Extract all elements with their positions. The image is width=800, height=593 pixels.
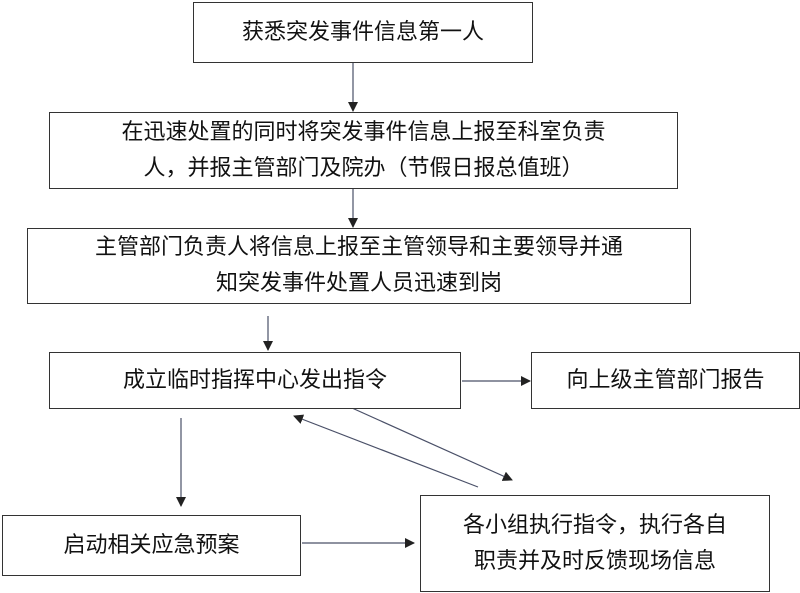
node-step3: 主管部门负责人将信息上报至主管领导和主要领导并通 知突发事件处置人员迅速到岗 [27,228,691,304]
node-step6: 启动相关应急预案 [2,515,301,576]
node-step2: 在迅速处置的同时将突发事件信息上报至科室负责 人，并报主管部门及院办（节假日报总… [49,112,678,189]
arrow-4-7 [351,407,513,481]
node-step3-line1: 主管部门负责人将信息上报至主管领导和主要领导并通 [94,235,623,260]
node-step7: 各小组执行指令，执行各自 职责并及时反馈现场信息 [420,495,770,592]
node-step3-line2: 知突发事件处置人员迅速到岗 [215,271,502,296]
node-step5: 向上级主管部门报告 [531,352,800,409]
arrow-7-4 [293,414,479,488]
node-step5-text: 向上级主管部门报告 [566,367,765,393]
node-step4-text: 成立临时指挥中心发出指令 [122,367,387,393]
node-step2-line1: 在迅速处置的同时将突发事件信息上报至科室负责 [121,119,606,145]
node-step1-text: 获悉突发事件信息第一人 [241,19,484,45]
node-step4: 成立临时指挥中心发出指令 [49,352,461,409]
node-step6-text: 启动相关应急预案 [63,532,240,558]
node-step2-line2: 人，并报主管部门及院办（节假日报总值班） [143,155,584,181]
node-step7-line1: 各小组执行指令，执行各自 [462,512,727,538]
node-step1: 获悉突发事件信息第一人 [193,2,533,63]
node-step7-line2: 职责并及时反馈现场信息 [473,548,716,574]
